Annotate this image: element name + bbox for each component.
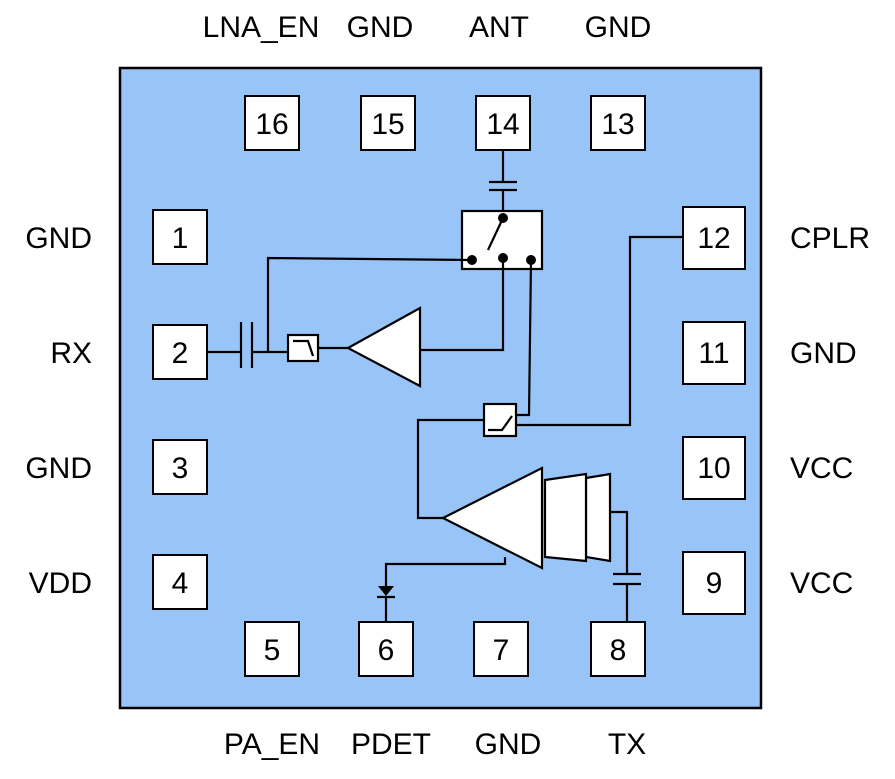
pin-1-number: 1 (172, 222, 189, 255)
pin-4: 4 VDD (29, 554, 208, 610)
rx-filter (286, 333, 348, 363)
pin-12-number: 12 (697, 222, 730, 255)
pin-13-number: 13 (601, 108, 634, 141)
pin-10: 10 VCC (682, 436, 853, 500)
pin-10-number: 10 (697, 452, 730, 485)
pin-6-number: 6 (378, 634, 395, 667)
pin-11: 11 GND (682, 321, 857, 385)
pin-5-label: PA_EN (224, 728, 320, 761)
pin-1-label: GND (25, 222, 92, 255)
pin-10-label: VCC (790, 452, 853, 485)
pin-3-number: 3 (172, 452, 189, 485)
pin-16-number: 16 (255, 108, 288, 141)
pin-15: 15 GND (347, 11, 416, 151)
pin-7-box (473, 621, 529, 677)
package-body (118, 66, 763, 710)
pin-15-number: 15 (371, 108, 404, 141)
pin-16-box (244, 95, 300, 151)
pin-3: 3 GND (25, 439, 208, 495)
pin-9: 9 VCC (682, 551, 853, 615)
pin-12: 12 CPLR (682, 206, 870, 270)
pin-2-box (152, 324, 208, 380)
pin-15-label: GND (347, 11, 414, 44)
pin-4-number: 4 (172, 567, 189, 600)
pin-1: 1 GND (25, 209, 208, 265)
pin-13: 13 GND (585, 11, 652, 151)
pin-12-label: CPLR (790, 222, 870, 255)
pin-8: 8 TX (590, 621, 646, 761)
pin-7: 7 GND (473, 621, 542, 761)
pin-13-label: GND (585, 11, 652, 44)
rx-capacitor (207, 322, 288, 368)
pa-output-wire (416, 418, 484, 520)
pin-14-label: ANT (469, 11, 529, 44)
pin-9-box (682, 551, 746, 615)
rx-bias-wire (266, 256, 473, 352)
pin-2: 2 RX (50, 324, 208, 380)
pin-1-box (152, 209, 208, 265)
pin-11-number: 11 (698, 337, 729, 370)
pin-7-label: GND (475, 728, 542, 761)
pin-8-label: TX (608, 728, 646, 761)
ant-capacitor (489, 150, 517, 216)
pin-3-label: GND (25, 452, 92, 485)
pin-2-number: 2 (172, 337, 189, 370)
pin-13-box (590, 95, 646, 151)
power-amplifier (440, 466, 612, 570)
coupler-filter (482, 402, 518, 438)
pin-5-number: 5 (264, 634, 281, 667)
pin-9-number: 9 (706, 567, 723, 600)
tx-capacitor (610, 510, 641, 622)
pin-14: 14 ANT (469, 11, 531, 151)
pin-12-box (682, 206, 746, 270)
pin-10-box (682, 436, 746, 500)
detector-diode (377, 557, 507, 622)
pin-6-label: PDET (351, 728, 431, 761)
pin-16-label: LNA_EN (203, 11, 320, 44)
pin-7-number: 7 (493, 634, 510, 667)
cplr-wire (516, 235, 683, 427)
pin-4-box (152, 554, 208, 610)
pin-14-number: 14 (486, 108, 519, 141)
pin-4-label: VDD (29, 567, 92, 600)
pin-5-box (244, 621, 300, 677)
pin-5: 5 PA_EN (224, 621, 320, 761)
pin-3-box (152, 439, 208, 495)
tx-switch-wire (514, 259, 533, 417)
pin-11-box (682, 321, 746, 385)
pin-6: 6 PDET (351, 621, 431, 761)
pin-9-label: VCC (790, 567, 853, 600)
lna-amplifier (345, 258, 505, 388)
pin-2-label: RX (50, 337, 92, 370)
pin-15-box (360, 95, 416, 151)
pin-8-number: 8 (610, 634, 627, 667)
pin-16: 16 LNA_EN (203, 11, 320, 151)
pin-11-label: GND (790, 337, 857, 370)
pin-8-box (590, 621, 646, 677)
